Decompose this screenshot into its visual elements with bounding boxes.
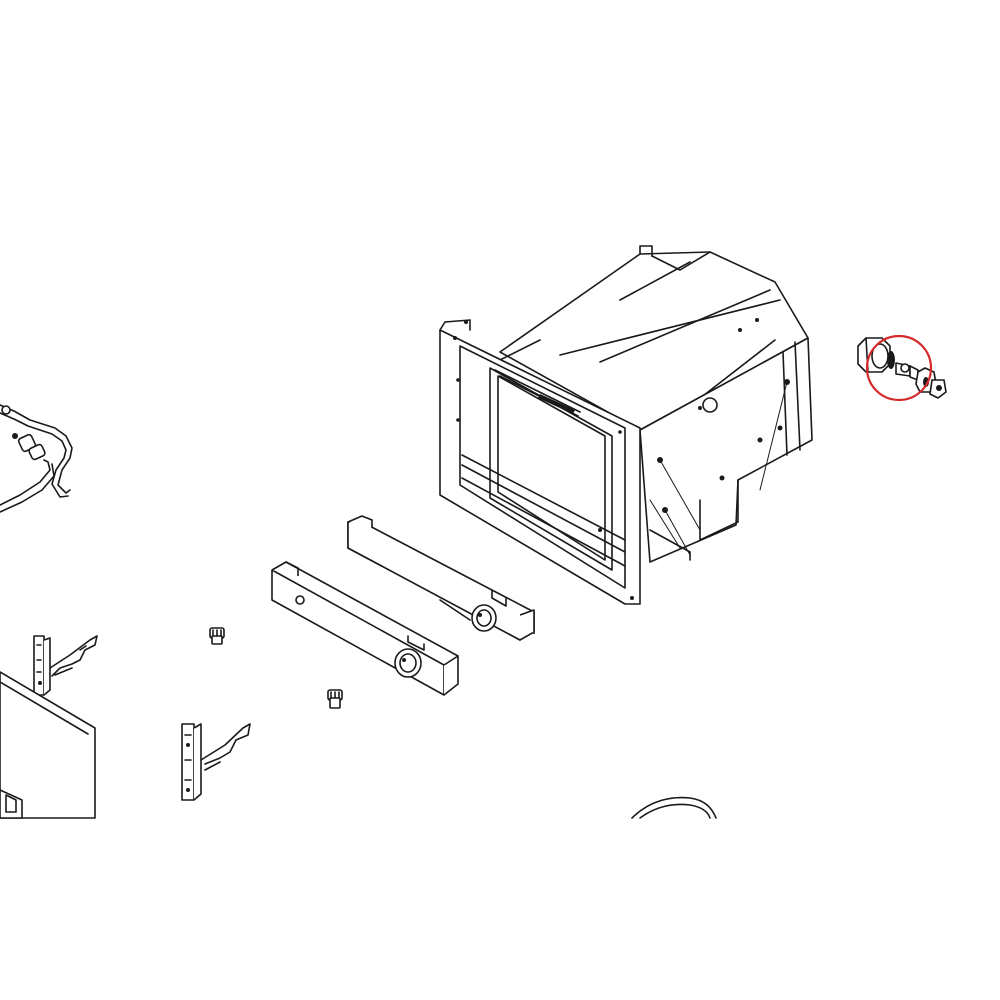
bottom-wire-part [631, 796, 717, 819]
valve-stem-and-nut-assembly [857, 334, 947, 402]
rear-burner-bracket [347, 515, 535, 641]
left-gas-tube-assembly [0, 404, 73, 513]
small-fitting-lower [327, 689, 343, 709]
left-hinge-bracket [33, 635, 98, 696]
front-burner-bracket [271, 561, 459, 696]
center-hinge-bracket [181, 723, 251, 801]
small-fitting-upper [209, 627, 225, 645]
highlight-circle [865, 334, 933, 402]
oven-box-frame [439, 245, 813, 605]
left-door-panel [0, 671, 96, 819]
